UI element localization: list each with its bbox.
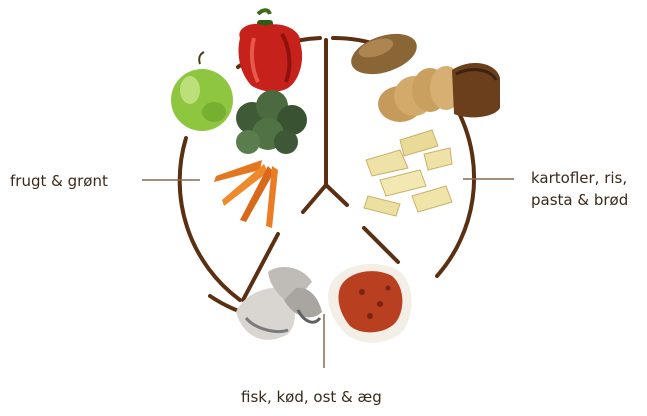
potato-icon (346, 26, 422, 81)
steak-icon (328, 264, 412, 343)
y-right-branch (326, 185, 347, 205)
category-label-fruit-vegetables: frugt & grønt (10, 170, 108, 192)
red-pepper-icon (239, 10, 303, 91)
category-label-protein: fisk, kød, ost & æg (241, 386, 382, 408)
leader-lines (142, 179, 514, 368)
pasta-icon (364, 130, 452, 216)
fish-icon (236, 267, 322, 340)
green-apple-icon (171, 52, 233, 131)
ring-left-arc (180, 138, 240, 300)
category-label-starch-line2: pasta & brød (531, 189, 628, 211)
y-left-branch (303, 185, 326, 212)
category-label-starch-line1: kartofler, ris, (531, 167, 628, 189)
lower-right-divider (364, 228, 398, 262)
bread-icon (378, 63, 500, 122)
category-label-starch: kartofler, ris, pasta & brød (531, 167, 628, 211)
